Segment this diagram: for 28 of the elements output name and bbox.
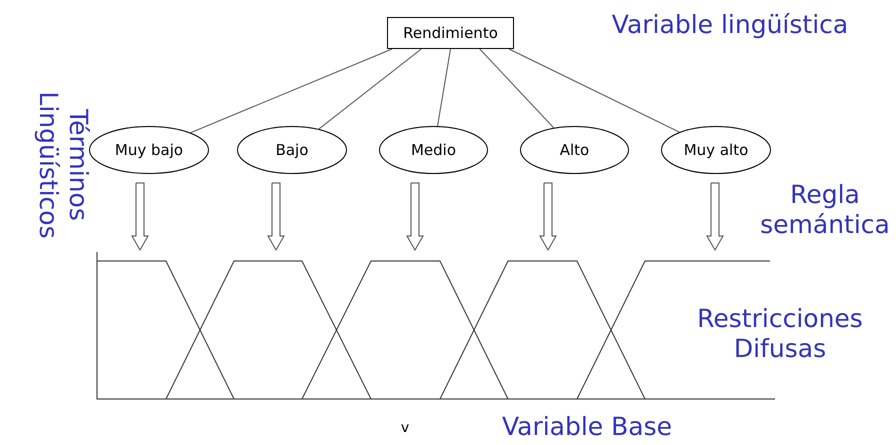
connector-line <box>508 48 680 133</box>
node-label: Muy bajo <box>114 141 184 159</box>
connector-line <box>318 48 422 130</box>
annotation-label: Regla semántica <box>759 180 891 240</box>
connector-line <box>437 48 451 127</box>
variable-box <box>387 17 514 49</box>
node-label: Alto <box>560 141 590 159</box>
term-ellipse <box>661 126 771 174</box>
node-label: Muy alto <box>684 141 748 159</box>
hollow-arrow <box>267 182 285 251</box>
node-label: Medio <box>410 141 456 159</box>
annotation-label: Variable lingüística <box>610 10 850 40</box>
term-ellipse <box>379 126 488 174</box>
hollow-arrow <box>539 182 557 251</box>
term-ellipse <box>237 126 347 174</box>
term-ellipse <box>89 126 209 174</box>
annotation-label: Restricciones Difusas <box>696 304 864 364</box>
hollow-arrow <box>406 182 424 251</box>
node-label: Bajo <box>276 141 308 159</box>
node-label: Rendimiento <box>403 24 498 42</box>
variable-symbol: v <box>400 420 410 437</box>
annotation-label: Variable Base <box>500 412 674 442</box>
hollow-arrow <box>131 182 149 251</box>
term-ellipse <box>520 126 629 174</box>
connector-line <box>190 48 392 134</box>
annotation-label: Términos Lingüísticos <box>33 90 93 241</box>
hollow-arrow <box>706 182 724 251</box>
connector-line <box>479 48 554 128</box>
